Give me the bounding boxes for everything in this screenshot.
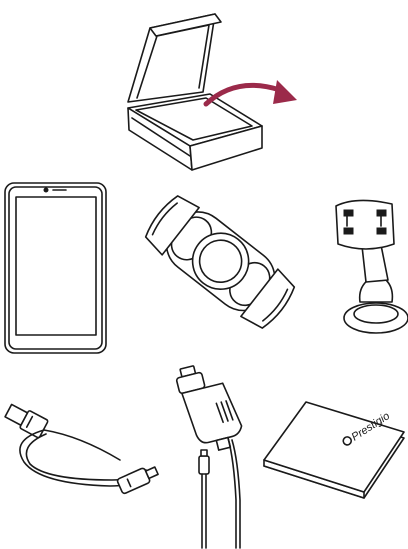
- arrow-head-icon: [273, 80, 297, 104]
- usb-plug-icon: [4, 402, 49, 438]
- micro-usb-plug-icon: [117, 463, 160, 494]
- suction-mount-icon: [336, 200, 408, 333]
- user-manual-icon: Prestigio: [264, 402, 404, 498]
- car-charger-icon: [174, 358, 246, 548]
- open-box-icon: [128, 14, 297, 170]
- tablet-holder-icon: [140, 189, 301, 334]
- usb-cable-icon: [4, 402, 160, 494]
- tablet-icon: [5, 183, 106, 353]
